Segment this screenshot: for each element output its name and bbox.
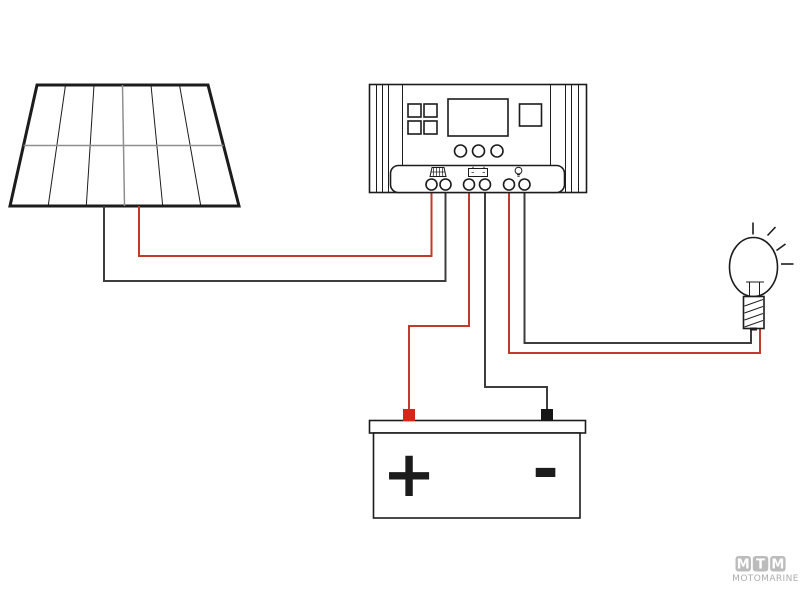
keypad-button [423,120,438,135]
battery-icon [468,166,488,177]
battery-body [372,432,581,519]
wire-solar-positive [138,193,433,257]
terminal-solar-positive [425,178,438,191]
battery-negative-symbol: - [532,433,559,507]
light-bulb [728,222,794,331]
terminal-solar-negative [439,178,452,191]
logo-box [735,556,751,572]
terminal-battery-positive [462,178,476,191]
logo-letter: M [737,558,750,573]
controller-display [447,98,509,137]
terminal-load-positive [502,178,516,191]
logo-letter: T [756,558,765,573]
controller-button [453,144,468,158]
terminal-load-negative [518,178,531,191]
controller-button [471,144,486,158]
wire-load-positive [508,193,761,354]
wire-battery-negative [484,193,548,411]
controller-mounting-flange-right [571,84,579,193]
wire-battery-positive [408,193,470,411]
logo-letter: M [771,558,784,573]
controller-face [388,84,566,193]
keypad-button [407,120,422,135]
keypad-button [423,103,438,118]
solar-panel [8,83,241,208]
solar-panel-grid [23,84,224,207]
bulb-filament [746,281,764,297]
logo: M T M MOTOMARINE [732,556,799,584]
battery-negative-post [541,409,553,421]
logo-box [770,556,786,572]
solar-panel-icon [429,167,447,177]
controller-side-button [518,103,543,127]
bulb-base [742,295,765,331]
bulb-rays [752,222,794,265]
keypad-button [407,103,422,118]
logo-subtitle: MOTOMARINE [732,574,799,584]
bulb-contact [750,327,757,331]
wire-solar-negative [103,193,447,282]
light-bulb-icon [514,166,523,177]
controller-button [490,144,504,158]
logo-box [752,556,769,572]
battery-positive-post [403,409,415,421]
controller-keypad [407,103,438,135]
wire-load-negative [523,193,752,344]
controller-mounting-flange-left [376,84,383,193]
wiring [103,193,761,411]
battery-positive-symbol: + [382,438,436,512]
charge-controller [368,83,588,194]
terminal-battery-negative [478,178,492,191]
battery: + - [368,409,587,519]
controller-round-buttons [453,144,504,158]
controller-terminal-block [389,164,566,194]
bulb-globe [728,236,779,298]
battery-lid [368,419,587,434]
controller-terminals [425,178,531,191]
